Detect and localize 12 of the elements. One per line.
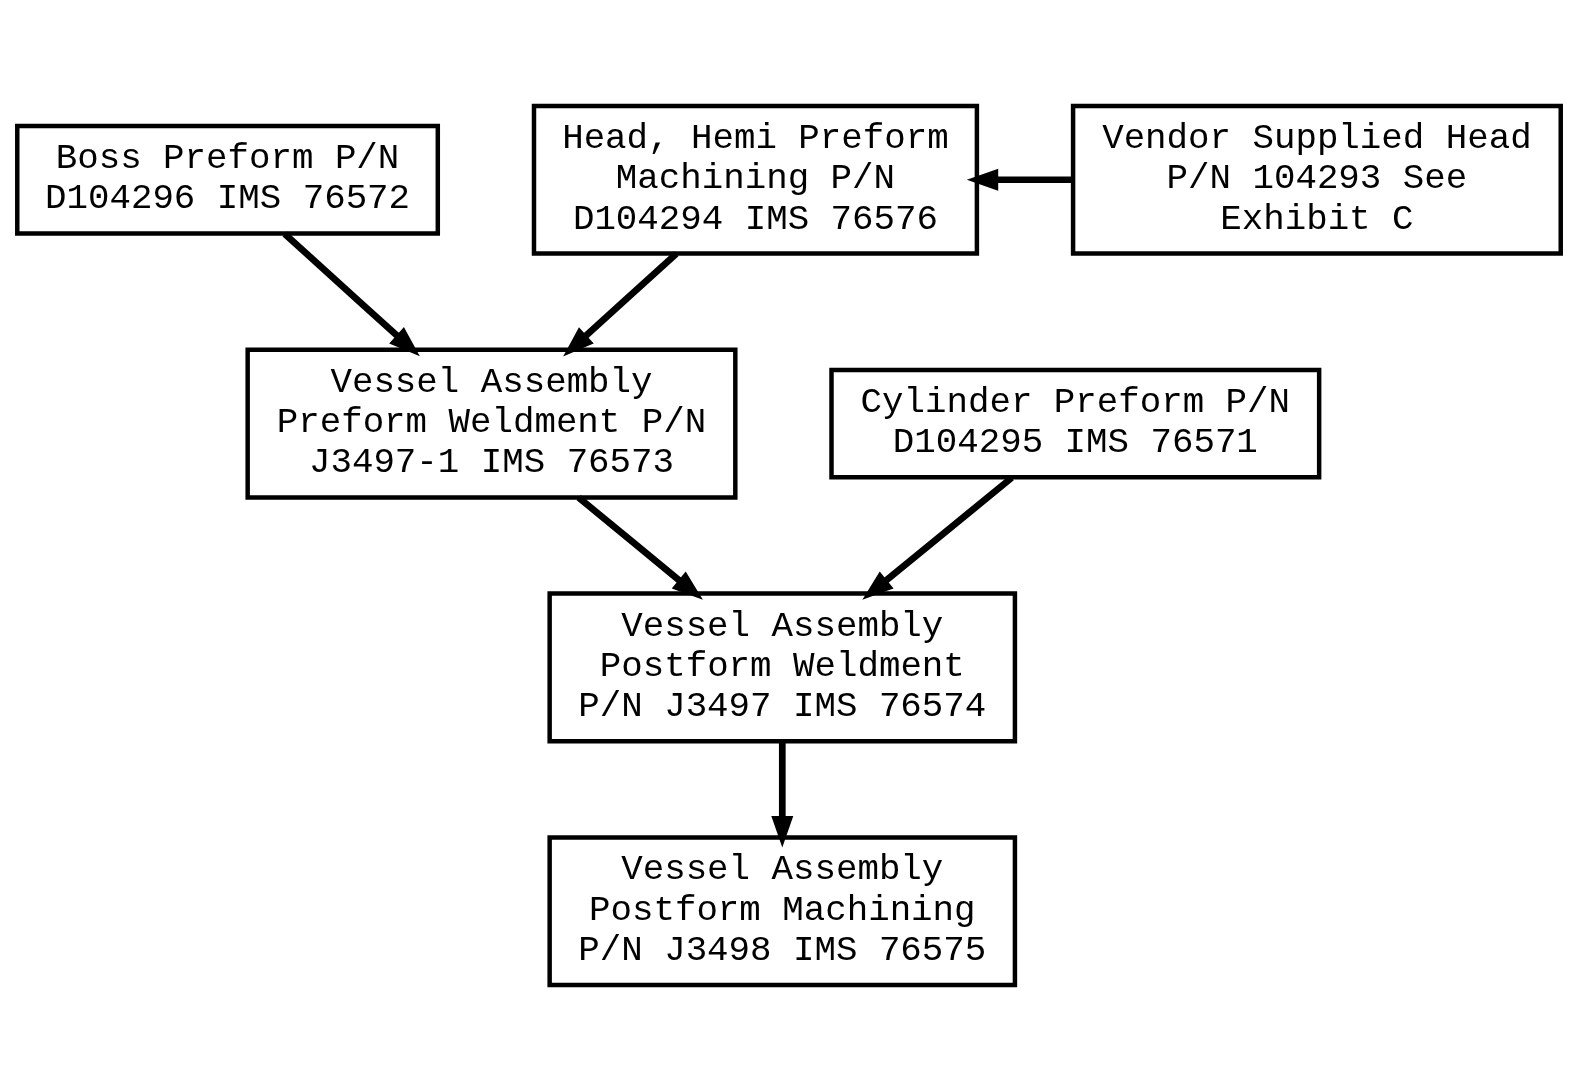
arrow — [771, 741, 794, 848]
arrow — [563, 251, 679, 357]
node-box: Boss Preform P/N D104296 IMS 76572 — [15, 123, 441, 236]
node-box: Vessel Assembly Preform Weldment P/N J3497-1 IMS 76573 — [245, 347, 738, 500]
arrow — [966, 168, 1073, 191]
node-box: Vendor Supplied Head P/N 104293 See Exhibit C — [1070, 103, 1563, 256]
arrow — [576, 495, 703, 600]
node-box: Vessel Assembly Postform Weldment P/N J3497 IMS 76574 — [547, 591, 1018, 744]
arrow — [282, 231, 420, 357]
node-box: Cylinder Preform P/N D104295 IMS 76571 — [829, 367, 1322, 480]
node-box: Head, Hemi Preform Machining P/N D104294 IMS 76576 — [531, 103, 980, 256]
node-box: Vessel Assembly Postform Machining P/N J3498 IMS 76575 — [547, 835, 1018, 988]
